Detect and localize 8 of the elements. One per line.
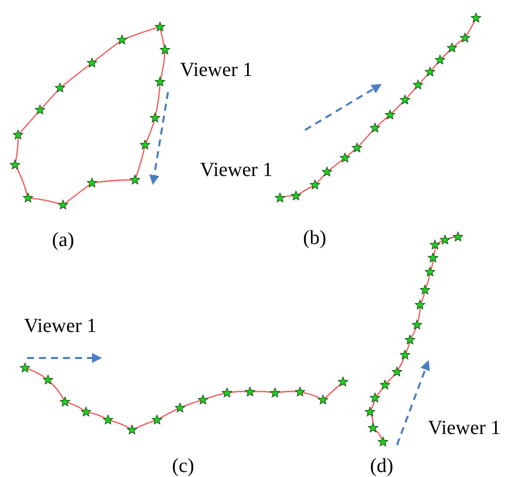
viewer-label: Viewer 1	[428, 418, 501, 438]
panel-label: (b)	[303, 228, 326, 248]
viewer-label: Viewer 1	[200, 160, 273, 180]
panel-label: (d)	[370, 456, 394, 476]
viewer-label: Viewer 1	[180, 60, 253, 80]
viewer-label: Viewer 1	[24, 316, 97, 336]
panel-label: (c)	[172, 456, 194, 476]
panel-label: (a)	[52, 230, 74, 250]
